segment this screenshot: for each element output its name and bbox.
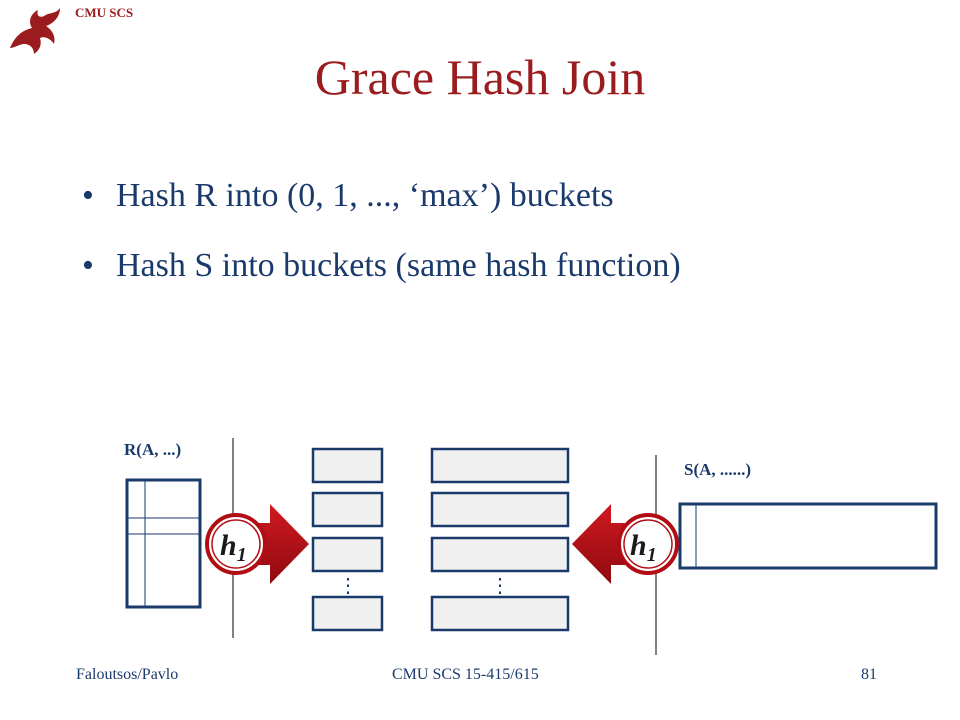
relation-s-label: S(A, ......) [684, 460, 752, 479]
hash-subscript: 1 [237, 544, 247, 566]
bucket [430, 447, 570, 484]
bullet-text: Hash S into buckets (same hash function) [116, 247, 681, 284]
bucket [311, 536, 384, 573]
relation-r-label: R(A, ...) [124, 440, 182, 459]
relation-s-table [678, 502, 938, 570]
hash-subscript: 1 [647, 544, 657, 566]
bullet-item: • Hash S into buckets (same hash function… [82, 246, 681, 286]
page-title: Grace Hash Join [314, 49, 646, 105]
left-buckets [311, 447, 384, 632]
bullet-item: • Hash R into (0, 1, ..., ‘max’) buckets [82, 176, 681, 216]
left-hash-function: h1 [205, 513, 267, 575]
bullet-dot: • [82, 247, 94, 284]
bucket [311, 595, 384, 632]
page-number: 81 [861, 666, 877, 683]
bullet-list: •Hash R into (0, 1, ..., ‘max’) buckets … [82, 176, 681, 316]
bucket [430, 491, 570, 528]
bucket [311, 447, 384, 484]
bullet-text: Hash R into (0, 1, ..., ‘max’) buckets [116, 177, 614, 214]
right-ellipsis: ⋮ [490, 575, 510, 597]
relation-r-table [125, 478, 202, 609]
bullet-dot: • [82, 177, 94, 214]
right-buckets [430, 447, 570, 632]
left-hash-arrow [255, 504, 309, 584]
footer-author: Faloutsos/Pavlo [76, 666, 179, 683]
right-hash-arrow [572, 504, 630, 584]
dragon-icon [10, 8, 60, 54]
hash-label: h [630, 529, 647, 562]
hash-label: h [220, 529, 237, 562]
svg-text:h1: h1 [220, 529, 247, 566]
logo-text: CMU SCS [75, 5, 134, 20]
bucket [430, 536, 570, 573]
bucket [430, 595, 570, 632]
footer-course: CMU SCS 15-415/615 [392, 666, 539, 683]
bucket [311, 491, 384, 528]
left-ellipsis: ⋮ [338, 575, 358, 597]
right-hash-function: h1 [617, 513, 679, 575]
svg-text:h1: h1 [630, 529, 657, 566]
